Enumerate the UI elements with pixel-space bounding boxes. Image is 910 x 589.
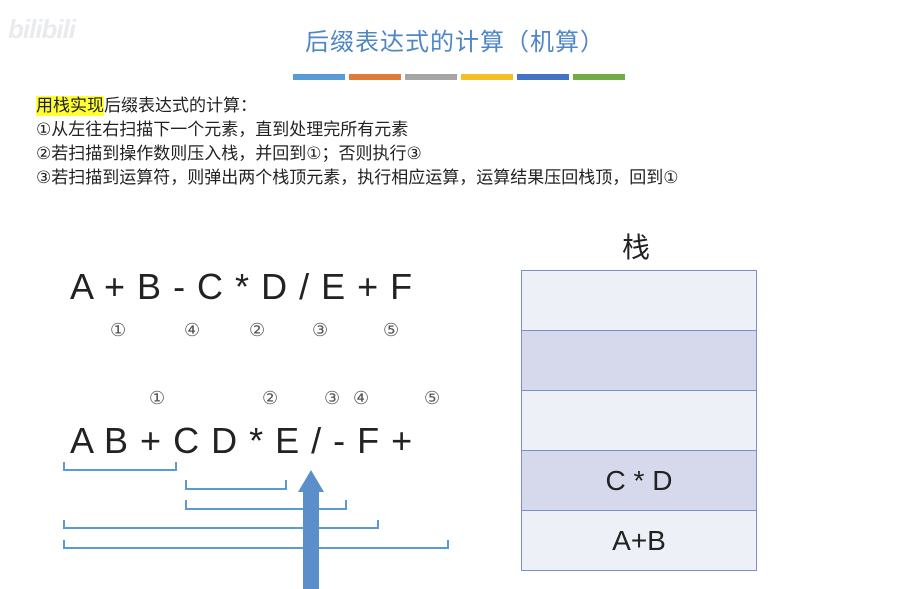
- rules-highlight: 用栈实现: [36, 96, 104, 116]
- color-bar-segment-4: [461, 74, 513, 80]
- stack-slot: [521, 331, 757, 391]
- infix-order-mark: ④: [184, 320, 201, 341]
- stack-slot-a-plus-b: A+B: [521, 511, 757, 571]
- bracket-cd-div-e: [185, 500, 347, 510]
- rules-intro: 用栈实现后缀表达式的计算：: [36, 94, 678, 118]
- page-title: 后缀表达式的计算（机算）: [305, 28, 605, 56]
- infix-order-mark: ③: [312, 320, 329, 341]
- postfix-order-mark: ③: [324, 388, 341, 409]
- postfix-order-mark: ④: [353, 388, 370, 409]
- stack-slot: [521, 270, 757, 331]
- color-bar-segment-1: [293, 74, 345, 80]
- color-bar-segment-3: [405, 74, 457, 80]
- stack: C * D A+B: [521, 270, 757, 571]
- stack-slot-c-times-d: C * D: [521, 451, 757, 511]
- bracket-plus-f: [63, 540, 449, 549]
- color-bar-segment-2: [349, 74, 401, 80]
- postfix-order-mark: ①: [149, 388, 166, 409]
- infix-expression: A + B - C * D / E + F: [70, 266, 414, 307]
- stack-label: 栈: [622, 231, 651, 264]
- color-bar-segment-5: [517, 74, 569, 80]
- bracket-minus: [63, 520, 379, 529]
- rule-step-1: ①从左往右扫描下一个元素，直到处理完所有元素: [36, 120, 409, 140]
- stack-slot: [521, 391, 757, 451]
- postfix-expression: A B + C D * E / - F +: [70, 420, 414, 461]
- postfix-order-mark: ②: [262, 388, 279, 409]
- color-bar-segment-6: [573, 74, 625, 80]
- rule-step-3: ③若扫描到运算符，则弹出两个栈顶元素，执行相应运算，运算结果压回栈顶，回到①: [36, 168, 679, 188]
- rules-intro-text: 后缀表达式的计算：: [104, 96, 257, 116]
- infix-order-mark: ⑤: [383, 320, 400, 341]
- infix-order-mark: ②: [249, 320, 266, 341]
- bilibili-watermark-logo: bilibili: [8, 14, 76, 44]
- postfix-order-mark: ⑤: [424, 388, 441, 409]
- bracket-c-times-d: [185, 480, 287, 490]
- algorithm-rules: 用栈实现后缀表达式的计算： ①从左往右扫描下一个元素，直到处理完所有元素 ②若扫…: [36, 94, 678, 190]
- rule-step-2: ②若扫描到操作数则压入栈，并回到①；否则执行③: [36, 144, 422, 164]
- infix-order-mark: ①: [110, 320, 127, 341]
- scan-pointer-arrow: [298, 470, 324, 589]
- bracket-a-plus-b: [63, 462, 177, 471]
